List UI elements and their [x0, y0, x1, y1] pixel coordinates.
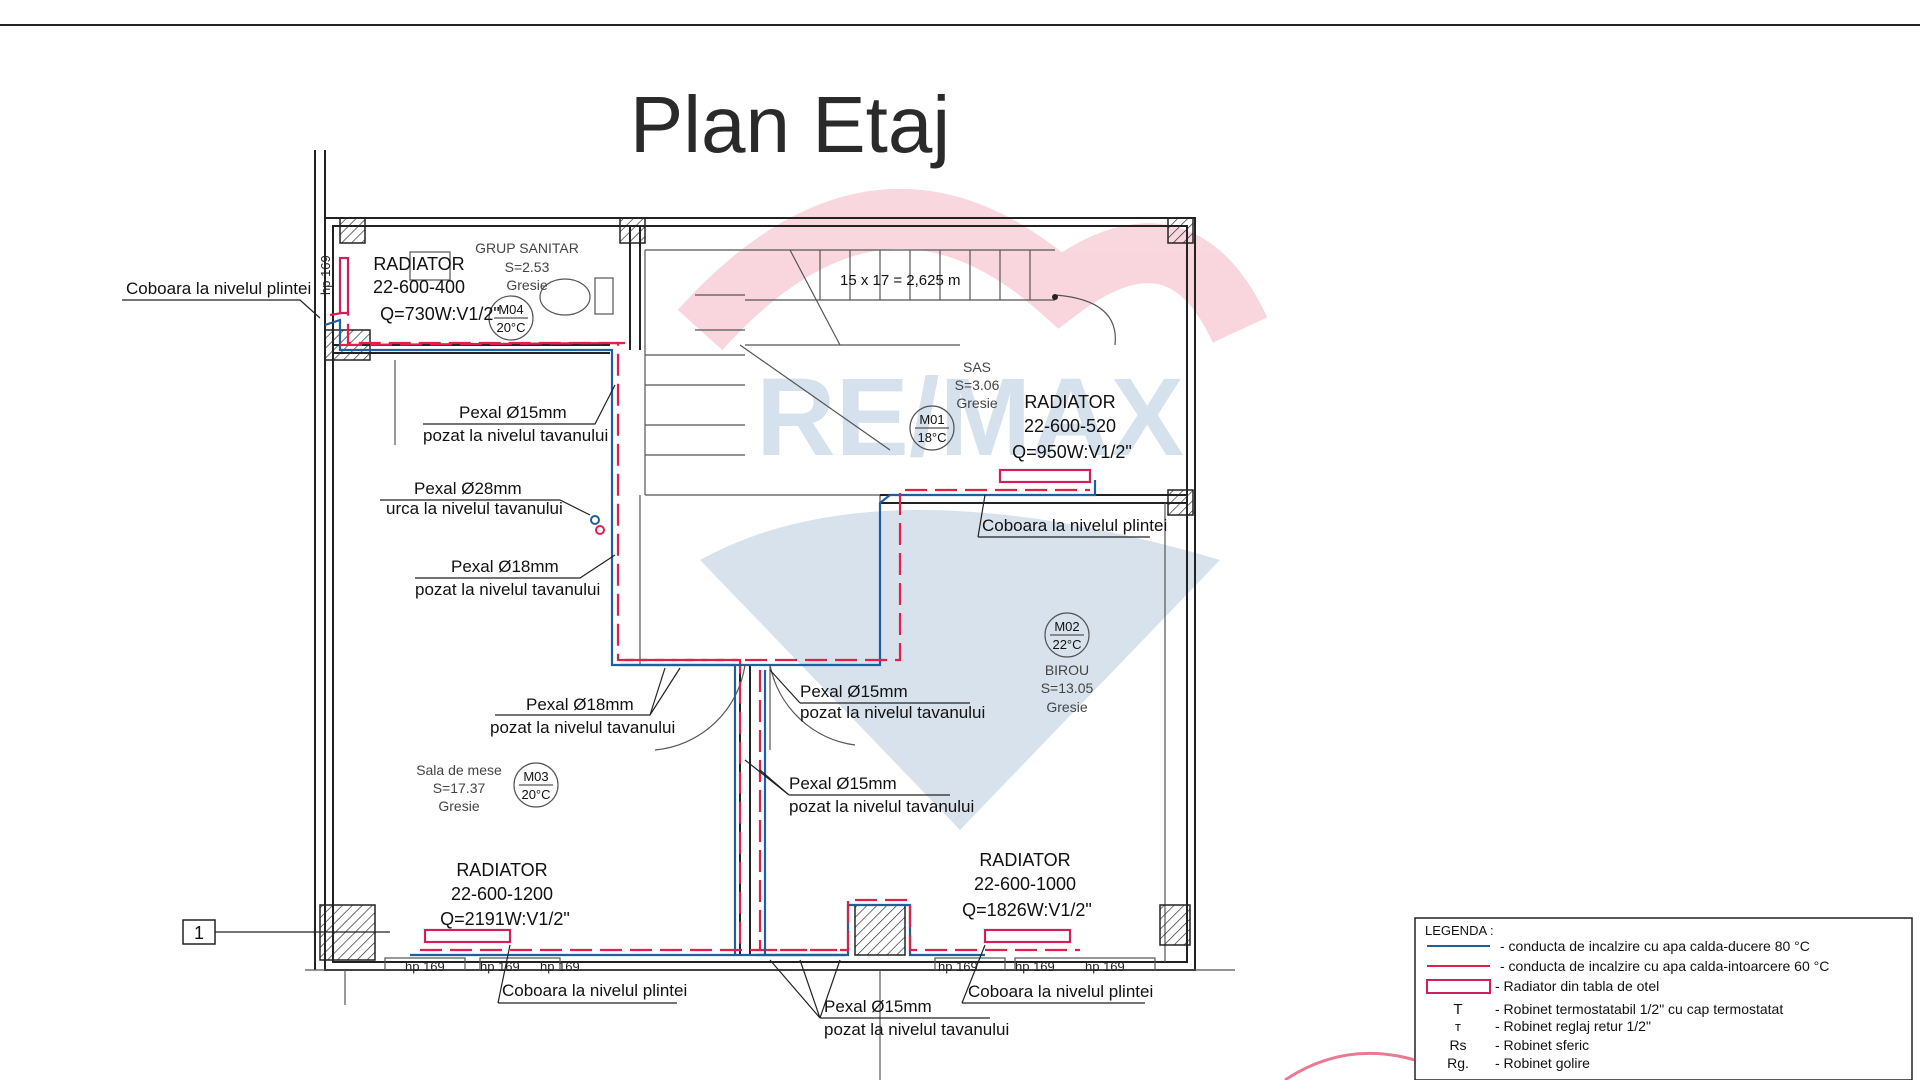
- legend-item: - Radiator din tabla de otel: [1495, 978, 1659, 994]
- window-tag: hp 169: [480, 959, 520, 974]
- window-tag: hp 169: [1085, 959, 1125, 974]
- radiator-power: Q=950W:V1/2": [1012, 442, 1132, 462]
- room-tag-temp: 20°C: [521, 787, 550, 802]
- room-area: S=17.37: [433, 780, 486, 796]
- room-finish: Gresie: [1046, 699, 1087, 715]
- legend-item: - conducta de incalzire cu apa calda-int…: [1500, 958, 1829, 974]
- stamp-fragment: [1284, 1051, 1416, 1080]
- annotation-coboara: Coboara la nivelul plintei: [982, 516, 1167, 535]
- legend-symbol: Rs: [1449, 1037, 1466, 1053]
- axis-marker: 1: [194, 923, 204, 943]
- legend-title: LEGENDA :: [1425, 923, 1494, 938]
- plan-title: Plan Etaj: [630, 80, 950, 169]
- legend-item: - Robinet sferic: [1495, 1037, 1589, 1053]
- annotation-coboara: Coboara la nivelul plintei: [126, 279, 311, 298]
- window-tag: hp 169: [318, 255, 333, 295]
- legend-item: - Robinet termostatabil 1/2" cu cap term…: [1495, 1001, 1783, 1017]
- radiator-symbol: [983, 928, 1072, 944]
- legend-symbol: T: [1453, 1001, 1462, 1018]
- radiator-label: RADIATOR: [979, 850, 1070, 870]
- radiator-power: Q=1826W:V1/2": [962, 900, 1092, 920]
- window-tag: hp 169: [1015, 959, 1055, 974]
- watermark-text: RE/MAX: [756, 356, 1184, 479]
- stair-label: 15 x 17 = 2,625 m: [840, 272, 961, 289]
- annotation-coboara: Coboara la nivelul plintei: [968, 982, 1153, 1001]
- staircase: 15 x 17 = 2,625 m: [695, 249, 1116, 451]
- annotation-urca-tavan: urca la nivelul tavanului: [386, 499, 563, 518]
- structural-columns: [319, 217, 1194, 961]
- room-name: SAS: [963, 359, 991, 375]
- annotation-pozat-tavan: pozat la nivelul tavanului: [415, 580, 600, 599]
- radiator-symbol: [338, 256, 350, 315]
- radiator-model: 22-600-1200: [451, 884, 553, 904]
- room-labels: GRUP SANITAR S=2.53 Gresie SAS S=3.06 Gr…: [416, 240, 1093, 814]
- radiator-label: RADIATOR: [456, 860, 547, 880]
- annotation-pexal28: Pexal Ø28mm: [414, 479, 522, 498]
- room-tag-temp: 20°C: [496, 320, 525, 335]
- annotation-pozat-tavan: pozat la nivelul tavanului: [490, 718, 675, 737]
- room-name: Sala de mese: [416, 762, 502, 778]
- window-tag: hp 169: [405, 959, 445, 974]
- radiator-label: RADIATOR: [1024, 392, 1115, 412]
- annotation-pozat-tavan: pozat la nivelul tavanului: [800, 703, 985, 722]
- annotation-pexal18: Pexal Ø18mm: [451, 557, 559, 576]
- annotation-pexal15: Pexal Ø15mm: [459, 403, 567, 422]
- annotation-pozat-tavan: pozat la nivelul tavanului: [789, 797, 974, 816]
- radiator-power: Q=730W:V1/2": [380, 304, 500, 324]
- room-name: BIROU: [1045, 662, 1089, 678]
- annotation-pexal18: Pexal Ø18mm: [526, 695, 634, 714]
- room-finish: Gresie: [438, 798, 479, 814]
- annotation-pozat-tavan: pozat la nivelul tavanului: [423, 426, 608, 445]
- bathroom-fixtures: [409, 251, 614, 316]
- radiator-symbol: [998, 468, 1092, 484]
- window-tag: hp 169: [938, 959, 978, 974]
- watermark-logo: RE/MAX: [677, 188, 1268, 830]
- window-tag: hp 169: [540, 959, 580, 974]
- room-tag-code: M01: [919, 412, 944, 427]
- radiator-model: 22-600-520: [1024, 416, 1116, 436]
- exterior-walls: [305, 150, 1235, 1080]
- legend: LEGENDA : - conducta de incalzire cu apa…: [1414, 917, 1913, 1080]
- annotation-coboara: Coboara la nivelul plintei: [502, 981, 687, 1000]
- room-tag-temp: 22°C: [1052, 637, 1081, 652]
- radiator-labels: RADIATOR 22-600-400 Q=730W:V1/2" RADIATO…: [373, 254, 1132, 929]
- axis-marker-box: [182, 919, 216, 945]
- legend-symbol: Rg.: [1447, 1055, 1469, 1071]
- room-name: GRUP SANITAR: [475, 240, 579, 256]
- radiator-symbols: [338, 256, 1092, 944]
- radiator-model: 22-600-400: [373, 277, 465, 297]
- room-tags: M04 20°C M01 18°C M02 22°C M03 20°C: [488, 295, 1090, 808]
- annotation-pozat-tavan: pozat la nivelul tavanului: [824, 1020, 1009, 1039]
- room-tag-code: M04: [498, 302, 523, 317]
- room-tag-code: M03: [523, 769, 548, 784]
- pipe-annotations: Coboara la nivelul plintei Pexal Ø15mm p…: [122, 279, 1167, 1039]
- room-tag-temp: 18°C: [917, 430, 946, 445]
- annotation-pexal15: Pexal Ø15mm: [789, 774, 897, 793]
- legend-item: - Robinet reglaj retur 1/2": [1495, 1018, 1651, 1034]
- window-tags: hp 169 hp 169 hp 169 hp 169 hp 169 hp 16…: [318, 255, 1156, 974]
- annotation-pexal15: Pexal Ø15mm: [824, 997, 932, 1016]
- legend-item: - Robinet golire: [1495, 1055, 1590, 1071]
- door-swings: [654, 664, 856, 751]
- room-area: S=2.53: [505, 259, 550, 275]
- room-area: S=13.05: [1041, 680, 1094, 696]
- radiator-power: Q=2191W:V1/2": [440, 909, 570, 929]
- radiator-symbol: [423, 928, 512, 944]
- room-finish: Gresie: [506, 277, 547, 293]
- room-tag-code: M02: [1054, 619, 1079, 634]
- annotation-pexal15: Pexal Ø15mm: [800, 682, 908, 701]
- radiator-model: 22-600-1000: [974, 874, 1076, 894]
- room-finish: Gresie: [956, 395, 997, 411]
- room-area: S=3.06: [955, 377, 1000, 393]
- legend-item: - conducta de incalzire cu apa calda-duc…: [1500, 938, 1810, 954]
- legend-symbol: т: [1455, 1019, 1461, 1034]
- radiator-label: RADIATOR: [373, 254, 464, 274]
